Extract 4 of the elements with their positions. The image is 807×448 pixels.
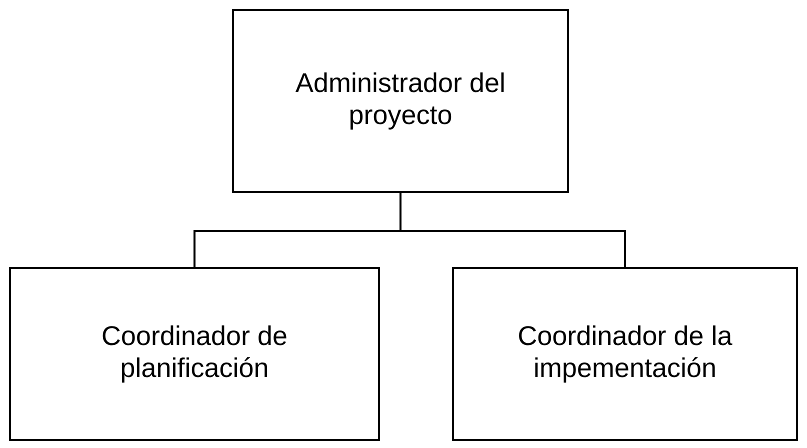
connector-line: [400, 193, 626, 267]
org-box: Coordinador de planificación: [9, 267, 380, 441]
org-box: Administrador del proyecto: [232, 9, 569, 193]
org-box: Coordinador de la impementación: [452, 267, 798, 441]
